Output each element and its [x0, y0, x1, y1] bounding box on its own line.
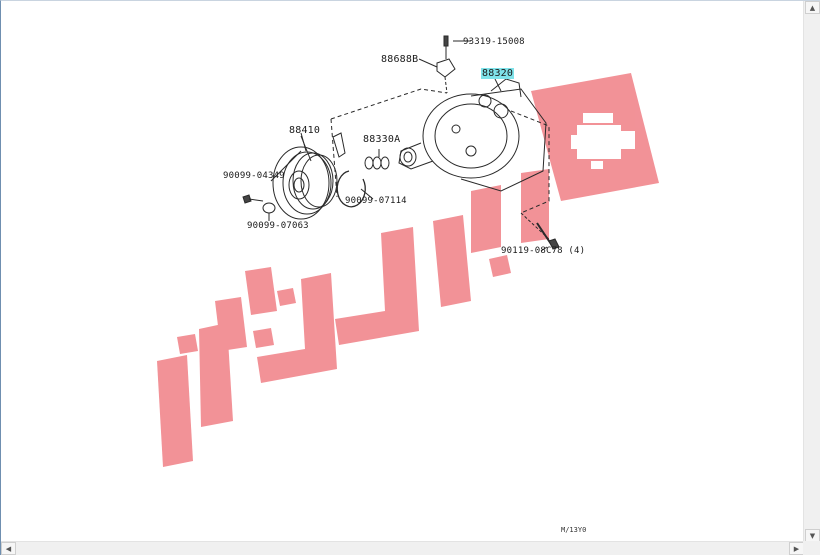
arrow-down-icon: ▼ — [809, 531, 816, 540]
scrollbar-corner — [803, 541, 820, 555]
part-label-93319[interactable]: 93319-15008 — [463, 37, 525, 47]
diagram-drawing — [157, 35, 659, 467]
engine-icon — [571, 113, 635, 169]
compressor-line-art — [242, 35, 560, 252]
part-label-88688[interactable]: 88688B — [381, 54, 419, 65]
arrow-up-icon: ▲ — [809, 3, 816, 12]
part-label-88320[interactable]: 88320 — [481, 68, 515, 79]
part-label-90099-04349[interactable]: 90099-04349 — [223, 171, 285, 181]
scroll-left-button[interactable]: ◀ — [1, 542, 16, 555]
watermark-logo — [157, 73, 659, 467]
arrow-left-icon: ◀ — [5, 544, 12, 553]
part-label-90099-07063[interactable]: 90099-07063 — [247, 221, 309, 231]
arrow-right-icon: ▶ — [793, 544, 800, 553]
part-label-88410[interactable]: 88410 — [289, 125, 321, 136]
parts-diagram: 93319-15008 88688B 88320 88410 88330A 90… — [1, 1, 804, 542]
part-label-90119[interactable]: 90119-08C78 (4) — [501, 246, 586, 256]
scroll-up-button[interactable]: ▲ — [805, 1, 820, 14]
scroll-right-button[interactable]: ▶ — [789, 542, 804, 555]
figure-code: M/13Y0 — [561, 526, 587, 534]
vertical-scrollbar[interactable]: ▲ ▼ — [803, 1, 820, 542]
part-label-88330[interactable]: 88330A — [363, 134, 401, 145]
horizontal-scrollbar[interactable]: ◀ ▶ — [1, 541, 804, 555]
part-label-90099-07114[interactable]: 90099-07114 — [345, 196, 407, 206]
